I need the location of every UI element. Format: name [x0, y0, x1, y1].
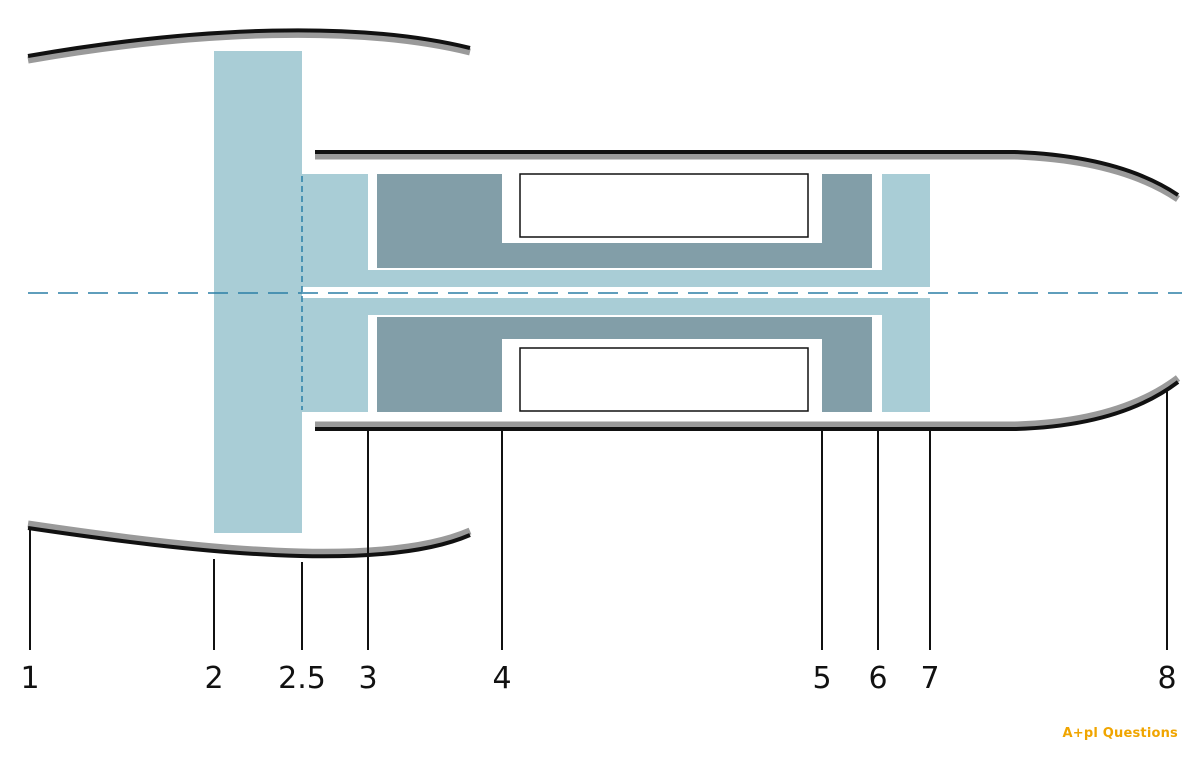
nacelle-bottom-shadow	[27, 520, 472, 556]
shaft-bottom	[368, 298, 882, 315]
lp-turbine-top	[882, 174, 930, 287]
station-label-4: 4	[492, 661, 511, 696]
core-casing	[315, 150, 1181, 431]
station-label-8: 8	[1157, 661, 1176, 696]
station-label-3: 3	[358, 661, 377, 696]
station-label-2: 2	[204, 661, 223, 696]
compressor-bottom	[302, 298, 368, 412]
core-casing-bottom	[315, 380, 1180, 431]
station-label-2-5: 2.5	[278, 661, 326, 696]
nacelle-bottom	[27, 526, 471, 559]
core-block	[377, 174, 872, 412]
spool	[302, 174, 930, 412]
station-label-5: 5	[812, 661, 831, 696]
core-block-top	[377, 174, 872, 268]
nacelle-top	[27, 28, 471, 58]
core-casing-bottom-shadow	[315, 375, 1181, 429]
station-labels: 1 2 2.5 3 4 5 6 7 8	[20, 661, 1176, 696]
fan	[214, 51, 302, 533]
station-label-6: 6	[868, 661, 887, 696]
lp-turbine-bottom	[882, 298, 930, 412]
core-casing-top	[315, 150, 1180, 197]
combustor-bottom	[519, 347, 809, 412]
combustor-top	[519, 173, 809, 238]
nacelle-top-shadow	[27, 30, 471, 64]
compressor-top	[302, 174, 368, 287]
brand-logo: A+pl Questions	[1062, 726, 1178, 741]
station-lines	[29, 390, 1168, 650]
nacelle	[27, 28, 472, 559]
station-label-7: 7	[920, 661, 939, 696]
station-label-1: 1	[20, 661, 39, 696]
shaft-top	[368, 270, 882, 287]
core-block-bottom	[377, 317, 872, 412]
core-casing-top-shadow	[315, 152, 1180, 202]
